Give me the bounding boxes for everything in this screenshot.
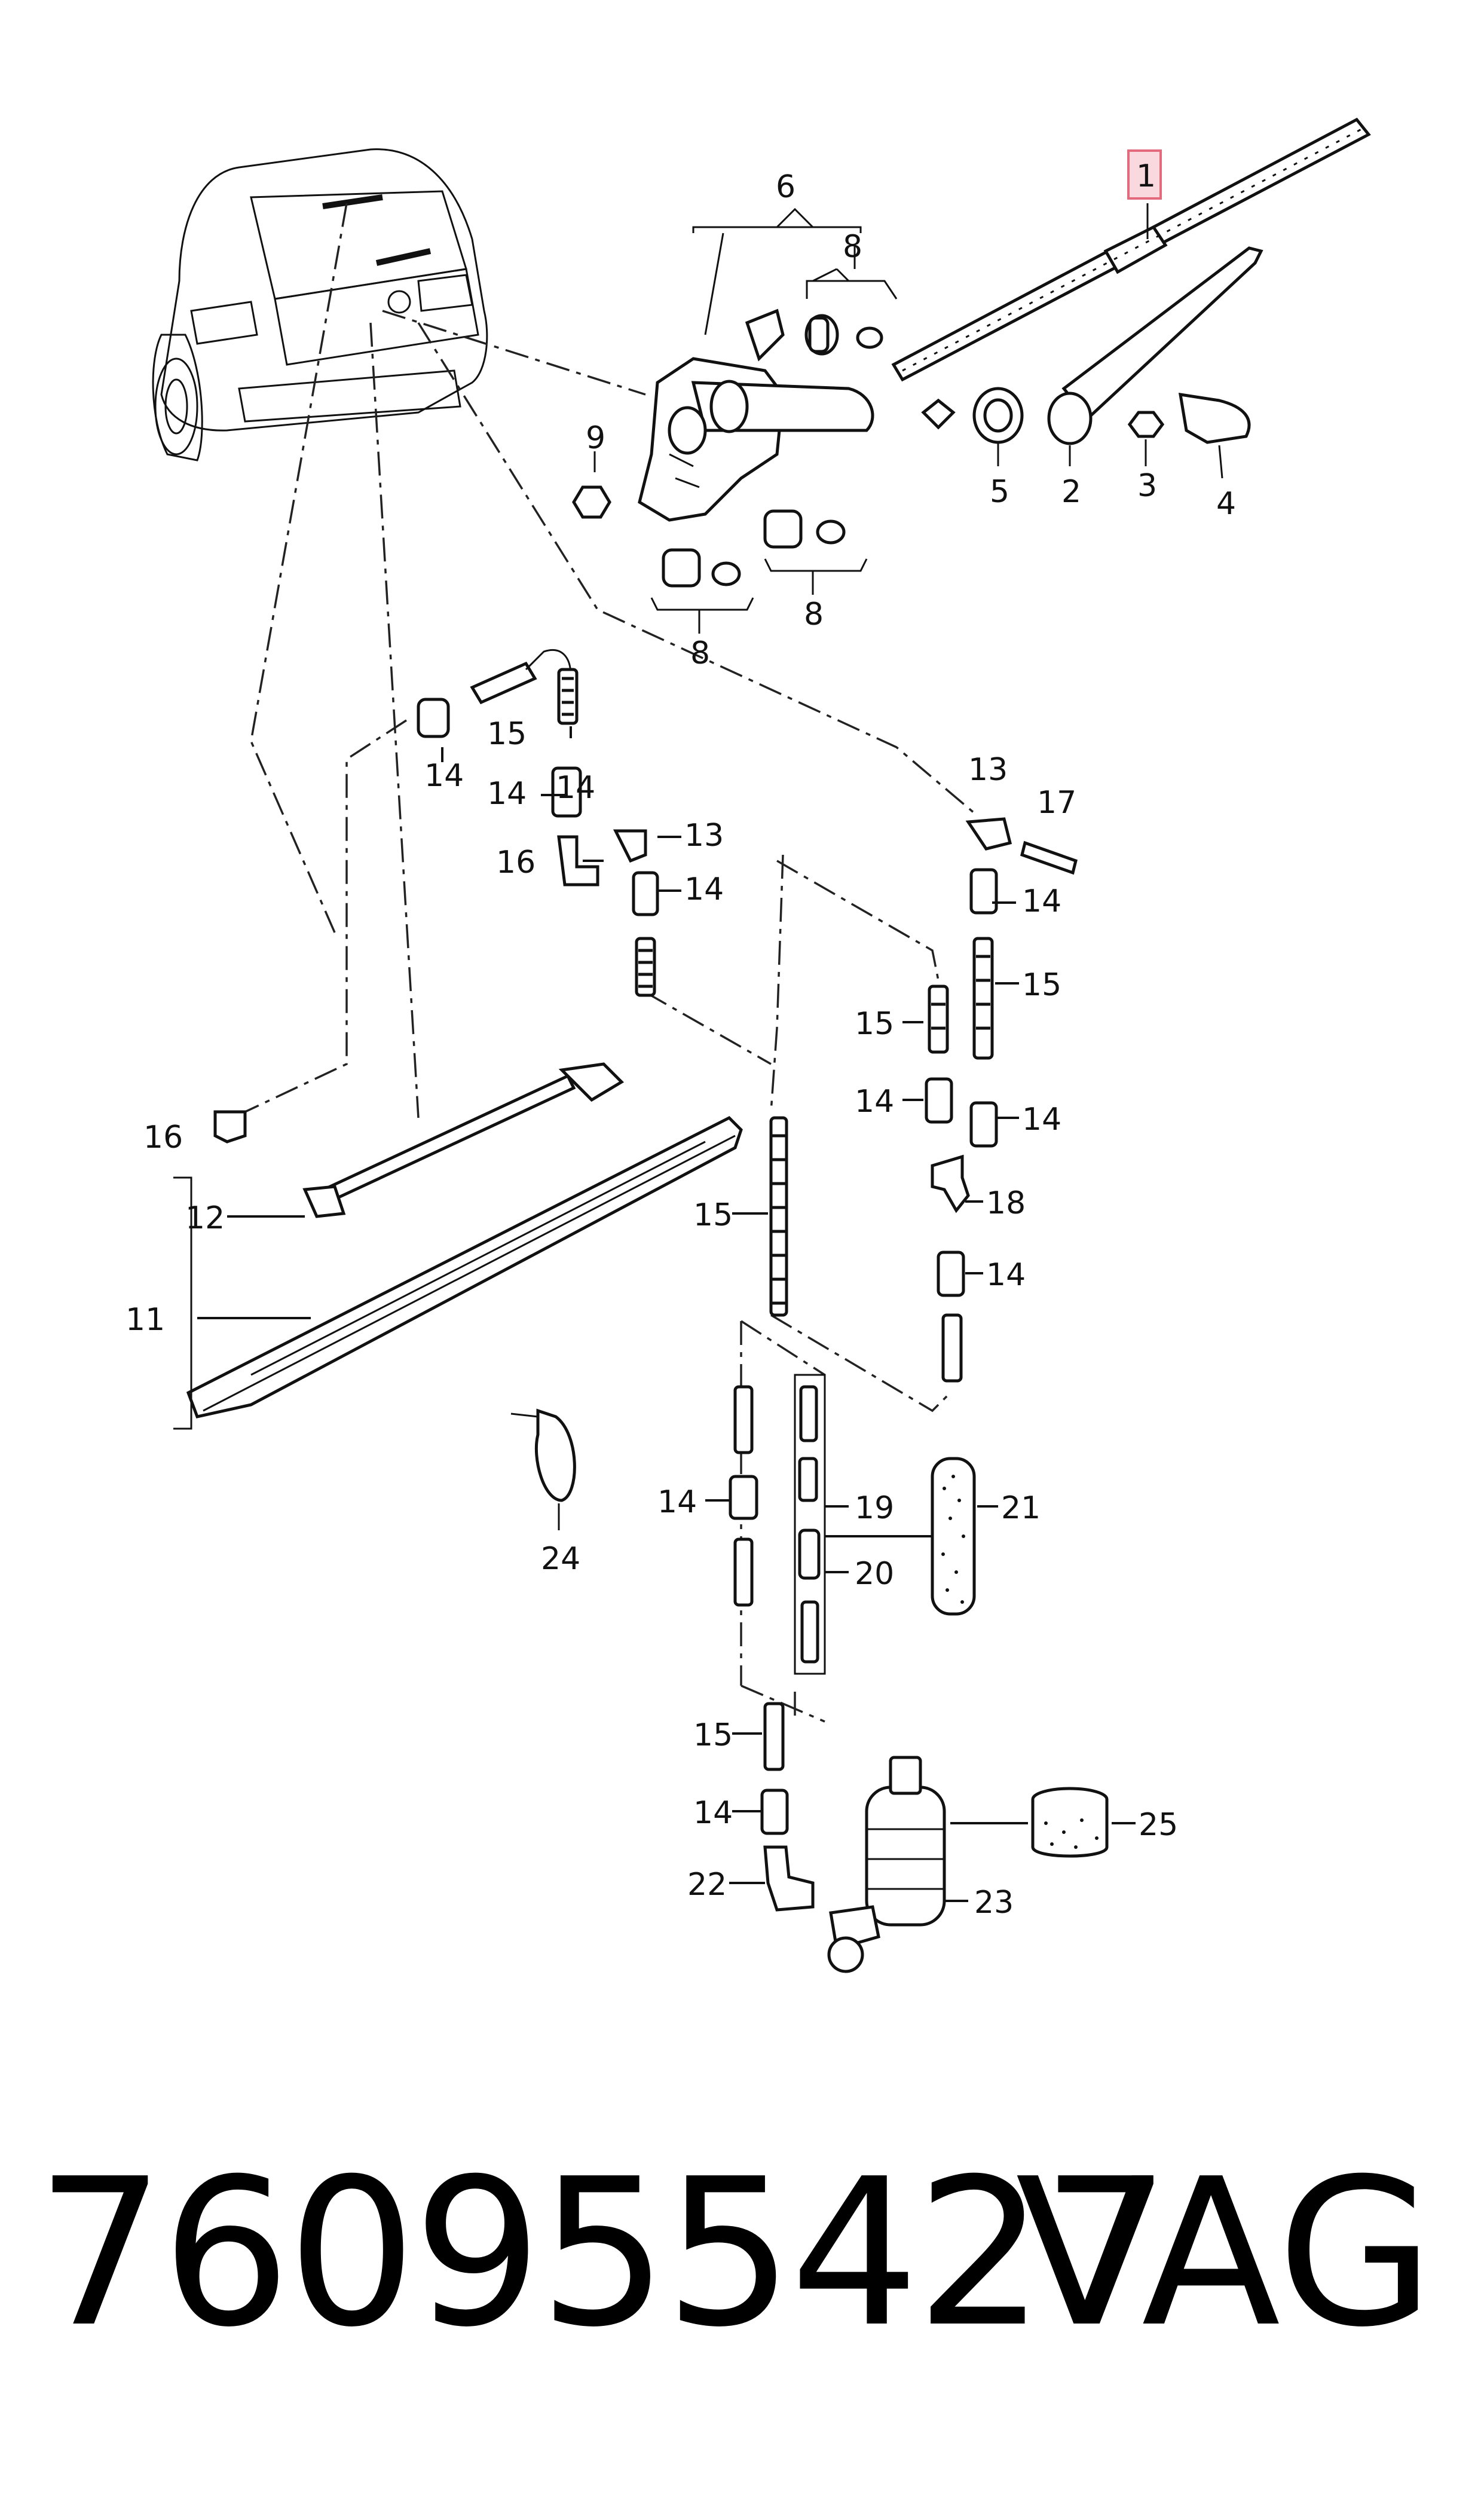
hose-segments xyxy=(417,649,1078,1912)
callout-8-right: 8 xyxy=(804,597,824,632)
callout-6: 6 xyxy=(776,169,795,205)
callout-9: 9 xyxy=(586,420,605,456)
brake-light-11 xyxy=(173,1115,743,1430)
callout-leaders xyxy=(197,726,1136,1902)
grommets-top xyxy=(804,245,898,356)
callout-19: 19 xyxy=(855,1490,894,1526)
callout-14-f: 14 xyxy=(1022,1102,1061,1138)
wiper-arm-2 xyxy=(1047,246,1263,466)
callout-8-left: 8 xyxy=(690,635,710,671)
callout-17: 17 xyxy=(1037,785,1076,821)
callout-14-a: 14 xyxy=(424,758,464,794)
grommets-bottom-left xyxy=(650,548,754,634)
corrugation-marks xyxy=(562,677,990,1305)
callout-14-c: 14 xyxy=(684,872,724,907)
callout-2: 2 xyxy=(1061,474,1081,510)
filter-tube-21 xyxy=(931,1457,976,1616)
callout-15-c: 15 xyxy=(855,1006,894,1042)
cap-4 xyxy=(1178,393,1251,479)
washer-pump-23 xyxy=(827,1756,946,1973)
callout-21: 21 xyxy=(1001,1490,1041,1526)
brand-name: VAG xyxy=(1015,2135,1434,2372)
callout-23: 23 xyxy=(974,1885,1014,1921)
callout-15-b: 15 xyxy=(1022,967,1061,1003)
callout-1: 1 xyxy=(1136,158,1156,194)
callout-24: 24 xyxy=(541,1541,580,1577)
callout-22: 22 xyxy=(687,1867,727,1903)
callout-3: 3 xyxy=(1137,468,1157,504)
wiper-blade-1 xyxy=(891,117,1371,382)
callout-20: 20 xyxy=(855,1556,894,1592)
callout-15-e: 15 xyxy=(693,1717,733,1753)
callout-8-top: 8 xyxy=(843,229,862,265)
callout-11: 11 xyxy=(126,1302,165,1338)
callout-14-d: 14 xyxy=(1022,883,1061,919)
cap-5 xyxy=(921,387,1024,466)
nozzle-hose-12 xyxy=(302,1062,625,1218)
callout-18: 18 xyxy=(986,1185,1026,1221)
callout-16-lower: 16 xyxy=(143,1120,183,1155)
callout-4: 4 xyxy=(1216,486,1236,522)
callout-13-right: 13 xyxy=(968,752,1008,788)
callout-15-a: 15 xyxy=(487,716,527,752)
callout-25: 25 xyxy=(1139,1807,1178,1843)
callout-14-h: 14 xyxy=(657,1484,697,1520)
callout-5: 5 xyxy=(990,474,1009,510)
exploded-parts-diagram: 1 2 3 4 5 6 8 8 8 9 11 12 13 13 14 14 14… xyxy=(126,117,1371,1973)
callout-14-b: 14 xyxy=(487,776,527,812)
wiper-motor xyxy=(638,308,874,522)
strainer-25 xyxy=(1031,1787,1109,1858)
callout-labels: 1 2 3 4 5 6 8 8 8 9 11 12 13 13 14 14 14… xyxy=(126,149,1236,1921)
footer: 760955427 VAG xyxy=(24,2152,1470,2403)
callout-13-left: 13 xyxy=(684,818,724,854)
nut-9 xyxy=(572,451,611,519)
highlight-box-1 xyxy=(1127,149,1162,200)
callout-16-upper: 16 xyxy=(496,845,536,881)
callout-15-d: 15 xyxy=(693,1197,733,1233)
cable-tie-24 xyxy=(510,1408,576,1530)
part-number: 760955427 xyxy=(36,2135,1171,2372)
grommets-bottom-right xyxy=(763,509,868,595)
vehicle-rear-illustration xyxy=(152,148,488,461)
callout-12: 12 xyxy=(185,1200,225,1236)
callout-14-i: 14 xyxy=(693,1795,733,1831)
callout-14-g: 14 xyxy=(986,1257,1026,1293)
callout-14-e: 14 xyxy=(855,1084,894,1120)
nut-3 xyxy=(1127,411,1165,466)
callout-14-j: 14 xyxy=(556,770,595,806)
bracket-6 xyxy=(692,207,862,335)
elbow-16-lower xyxy=(213,1110,247,1144)
